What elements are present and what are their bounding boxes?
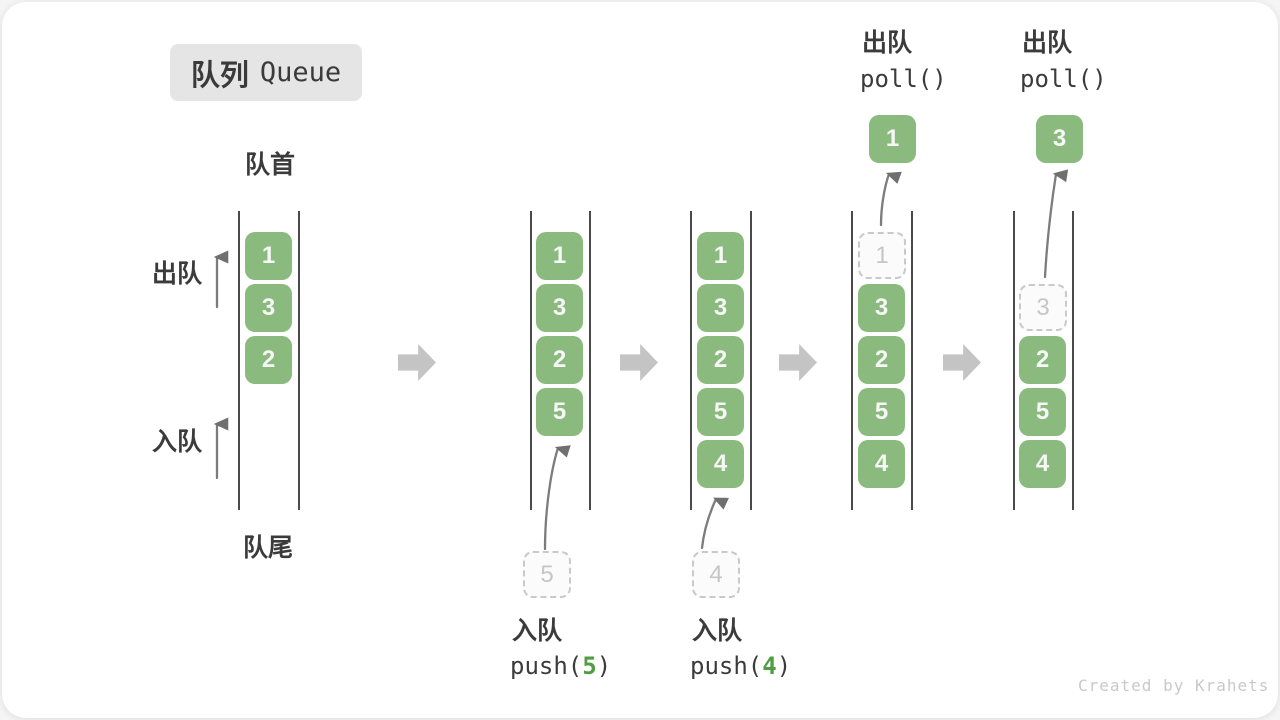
queue-cell: 3 — [245, 284, 292, 332]
queue-cell: 1 — [245, 232, 292, 280]
queue-cell: 2 — [858, 336, 905, 384]
op-label-enqueue: 入队 — [512, 617, 563, 645]
queue-cell: 3 — [697, 284, 744, 332]
queue-wall-left — [1013, 211, 1015, 510]
removed-cell: 3 — [1019, 284, 1067, 331]
queue-cell: 5 — [536, 388, 583, 436]
queue-cell: 1 — [536, 232, 583, 280]
polled-cell: 3 — [1036, 115, 1083, 163]
pending-cell: 5 — [523, 551, 571, 598]
queue-cell: 1 — [697, 232, 744, 280]
queue-cell: 4 — [697, 440, 744, 488]
title-en: Queue — [259, 57, 342, 88]
label-enqueue-left: 入队 — [152, 428, 203, 456]
label-queue-front: 队首 — [245, 151, 296, 179]
queue-wall-right — [1072, 211, 1074, 510]
queue-cell: 5 — [858, 388, 905, 436]
code-arg: 5 — [582, 652, 597, 680]
queue-cell: 5 — [1019, 388, 1066, 436]
queue-wall-left — [851, 211, 853, 510]
pending-cell: 4 — [692, 551, 740, 598]
op-label-enqueue: 入队 — [692, 617, 743, 645]
label-queue-rear: 队尾 — [243, 534, 294, 562]
queue-cell: 4 — [1019, 440, 1066, 488]
queue-cell: 3 — [858, 284, 905, 332]
queue-wall-right — [298, 211, 300, 510]
queue-wall-right — [911, 211, 913, 510]
queue-wall-right — [750, 211, 752, 510]
code-pre: push( — [510, 652, 583, 680]
queue-cell: 3 — [536, 284, 583, 332]
op-code-push5: push(5) — [510, 653, 611, 679]
queue-cell: 5 — [697, 388, 744, 436]
op-code-poll: poll() — [1020, 65, 1107, 93]
op-label-dequeue: 出队 — [862, 29, 913, 57]
code-post: ) — [596, 652, 612, 680]
queue-wall-left — [690, 211, 692, 510]
code-post: ) — [776, 652, 792, 680]
polled-cell: 1 — [869, 115, 916, 163]
queue-cell: 2 — [1019, 336, 1066, 384]
label-dequeue-left: 出队 — [152, 260, 203, 288]
queue-wall-left — [530, 211, 532, 510]
queue-wall-left — [238, 211, 240, 510]
queue-cell: 2 — [697, 336, 744, 384]
queue-cell: 2 — [536, 336, 583, 384]
op-code-push4: push(4) — [690, 653, 791, 679]
removed-cell: 1 — [858, 232, 906, 279]
op-label-dequeue: 出队 — [1022, 29, 1073, 57]
queue-cell: 4 — [858, 440, 905, 488]
title-badge: 队列 Queue — [170, 44, 362, 101]
queue-cell: 2 — [245, 336, 292, 384]
op-code-poll: poll() — [860, 65, 947, 93]
code-arg: 4 — [762, 652, 777, 680]
watermark: Created by Krahets — [1078, 676, 1270, 695]
queue-wall-right — [589, 211, 591, 510]
code-pre: push( — [690, 652, 763, 680]
title-zh: 队列 — [190, 59, 249, 92]
